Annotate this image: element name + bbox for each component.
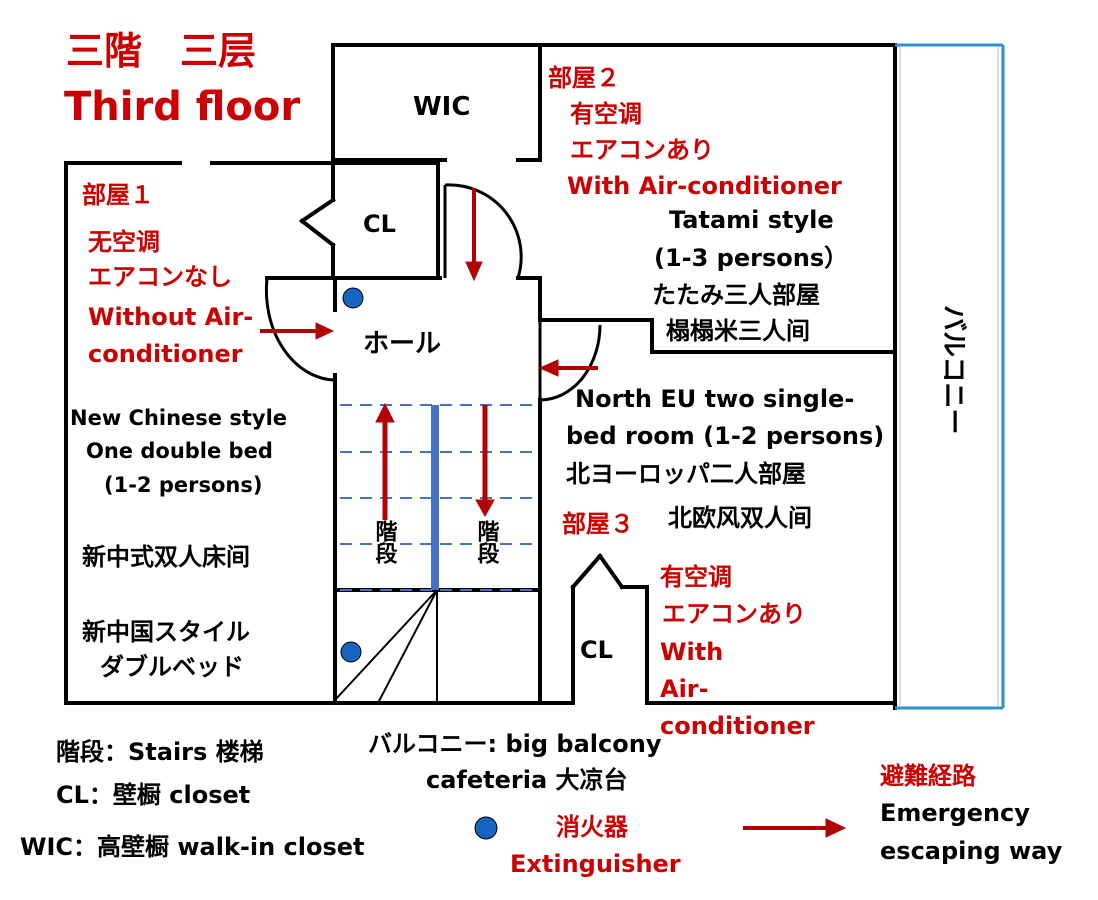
room1-ac-en-2: conditioner — [88, 340, 243, 368]
room3-desc-2: bed room (1-2 persons) — [566, 422, 884, 450]
room1-ac-en-1: Without Air- — [88, 303, 253, 331]
room1-desc-3: (1-2 persons) — [104, 473, 262, 497]
room2-name: 部屋２ — [548, 64, 620, 92]
room2-desc-cn: 榻榻米三人间 — [666, 317, 810, 345]
wic-label: WIC — [413, 92, 470, 122]
legend-extinguisher-jp: 消火器 — [556, 813, 629, 841]
room1-name: 部屋１ — [82, 181, 154, 209]
room2-desc-jp: たたみ三人部屋 — [652, 281, 820, 309]
extinguisher-hall — [342, 287, 364, 309]
legend-wic: WIC：高壁橱 walk-in closet — [20, 833, 365, 861]
legend-extinguisher-en: Extinguisher — [510, 850, 681, 878]
legend-escape-en-1: Emergency — [880, 799, 1030, 827]
big-balcony-2: cafeteria 大凉台 — [426, 766, 628, 794]
room2-desc-1: Tatami style — [669, 206, 834, 234]
room1-desc-2: One double bed — [86, 439, 273, 463]
side-balcony-label: バルコニー — [938, 305, 968, 434]
room3-desc-cn: 北欧风双人间 — [668, 504, 812, 532]
side-balcony — [895, 43, 1005, 710]
hall-label: ホール — [363, 329, 441, 359]
stairs-label-left: 階段 — [372, 520, 398, 565]
room2-ac-jp: エアコンあり — [570, 136, 714, 164]
room1-ac-cn: 无空调 — [88, 228, 160, 256]
cl-top-label: CL — [363, 210, 396, 238]
cl-bottom-label: CL — [580, 636, 613, 664]
stairs-label-right: 階段 — [474, 520, 500, 565]
stairs — [334, 404, 535, 704]
room1-desc-jp-2: ダブルベッド — [100, 653, 244, 681]
legend-stairs: 階段：Stairs 楼梯 — [56, 738, 264, 766]
room3-ac-cn: 有空调 — [660, 563, 732, 591]
room1-ac-jp: エアコンなし — [88, 263, 232, 291]
room1-desc-1: New Chinese style — [70, 406, 287, 430]
escape-arrows — [260, 188, 847, 838]
room3-ac-jp: エアコンあり — [662, 600, 806, 628]
title-jp: 三階 三层 — [66, 29, 256, 73]
extinguisher-stairs — [340, 641, 362, 663]
extinguishers — [340, 287, 498, 840]
room3-ac-en-1: With — [660, 638, 723, 666]
room3-ac-en-2: Air- — [660, 675, 709, 703]
room3-desc-jp: 北ヨーロッパ二人部屋 — [566, 460, 806, 488]
legend-escape-jp: 避難経路 — [880, 762, 977, 790]
title-en: Third floor — [64, 84, 300, 130]
room3-ac-en-3: conditioner — [660, 712, 815, 740]
legend-escape-en-2: escaping way — [880, 837, 1063, 865]
room2-desc-2: (1-3 persons） — [654, 244, 848, 272]
room2-ac-cn: 有空调 — [570, 100, 642, 128]
extinguisher-legend — [474, 816, 498, 840]
room1-desc-cn: 新中式双人床间 — [82, 543, 250, 571]
doors — [264, 183, 602, 402]
room1-desc-jp-1: 新中国スタイル — [82, 618, 250, 646]
big-balcony-1: バルコニー: big balcony — [368, 730, 662, 758]
room2-ac-en: With Air-conditioner — [567, 172, 842, 200]
room3-name: 部屋３ — [562, 510, 634, 538]
legend-closet: CL：壁橱 closet — [56, 781, 250, 809]
room3-desc-1: North EU two single- — [575, 385, 854, 413]
